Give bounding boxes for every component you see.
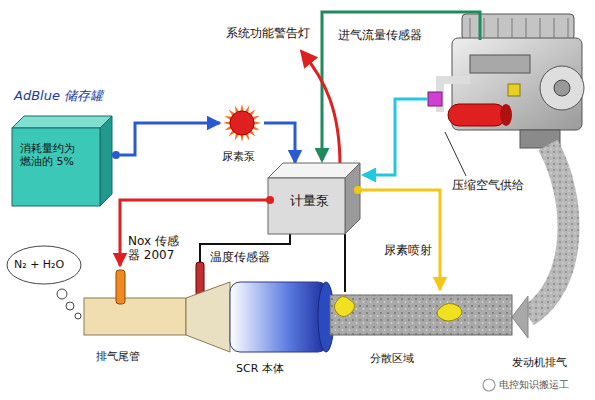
watermark: 电控知识搬运工 [499, 379, 569, 391]
tail-pipe: 排气尾管 [80, 266, 186, 370]
exhaust-arrow-head [512, 296, 528, 338]
bubble-text: N₂ + H₂O [14, 258, 64, 271]
pump-label: 尿素泵 [222, 150, 255, 163]
dispersion-pipe: 分散区域 [330, 290, 512, 372]
urea-pump: 尿素泵 [220, 104, 264, 170]
warning-lamp-label: 系统功能警告灯 [226, 26, 310, 40]
watermark-icon [483, 379, 495, 391]
dispersion-pipe-shape [330, 290, 512, 372]
air-supply-label: 压缩空气供给 [452, 178, 524, 192]
pump-label: 计量泵 [290, 193, 329, 209]
area-label: 分散区域 [370, 352, 414, 365]
pipe-label: 排气尾管 [96, 350, 140, 363]
emission-bubble-shape [4, 244, 86, 322]
tank-note: 消耗量约为燃油的 5% [20, 142, 84, 168]
tank-heading: AdBlue 储存罐 [14, 88, 103, 104]
connector [120, 123, 220, 155]
connector [264, 123, 295, 163]
warning-arrow [302, 52, 340, 166]
engine-illustration [428, 14, 584, 148]
scr-label: SCR 本体 [236, 362, 284, 375]
connector [360, 190, 440, 290]
exhaust-arrow [528, 145, 568, 316]
sensor-label: Nox 传感器 2007 [128, 234, 190, 263]
storage-tank: AdBlue 储存罐消耗量约为燃油的 5% [8, 88, 120, 210]
air-line [364, 99, 428, 175]
leader-line [445, 132, 466, 176]
emission-bubble: N₂ + H₂O [4, 244, 86, 322]
temperature-sensor [196, 262, 204, 296]
injector-wire [344, 234, 346, 292]
signal-line [322, 12, 480, 160]
edge-label: 尿素喷射 [382, 243, 434, 257]
metering-pump: 计量泵 [268, 163, 360, 234]
scr-body: SCR 本体 [186, 276, 334, 380]
sensor-label: 温度传感器 [210, 250, 270, 264]
sensor-label: 进气流量传感器 [338, 28, 422, 42]
exhaust-label: 发动机排气 [512, 356, 567, 369]
